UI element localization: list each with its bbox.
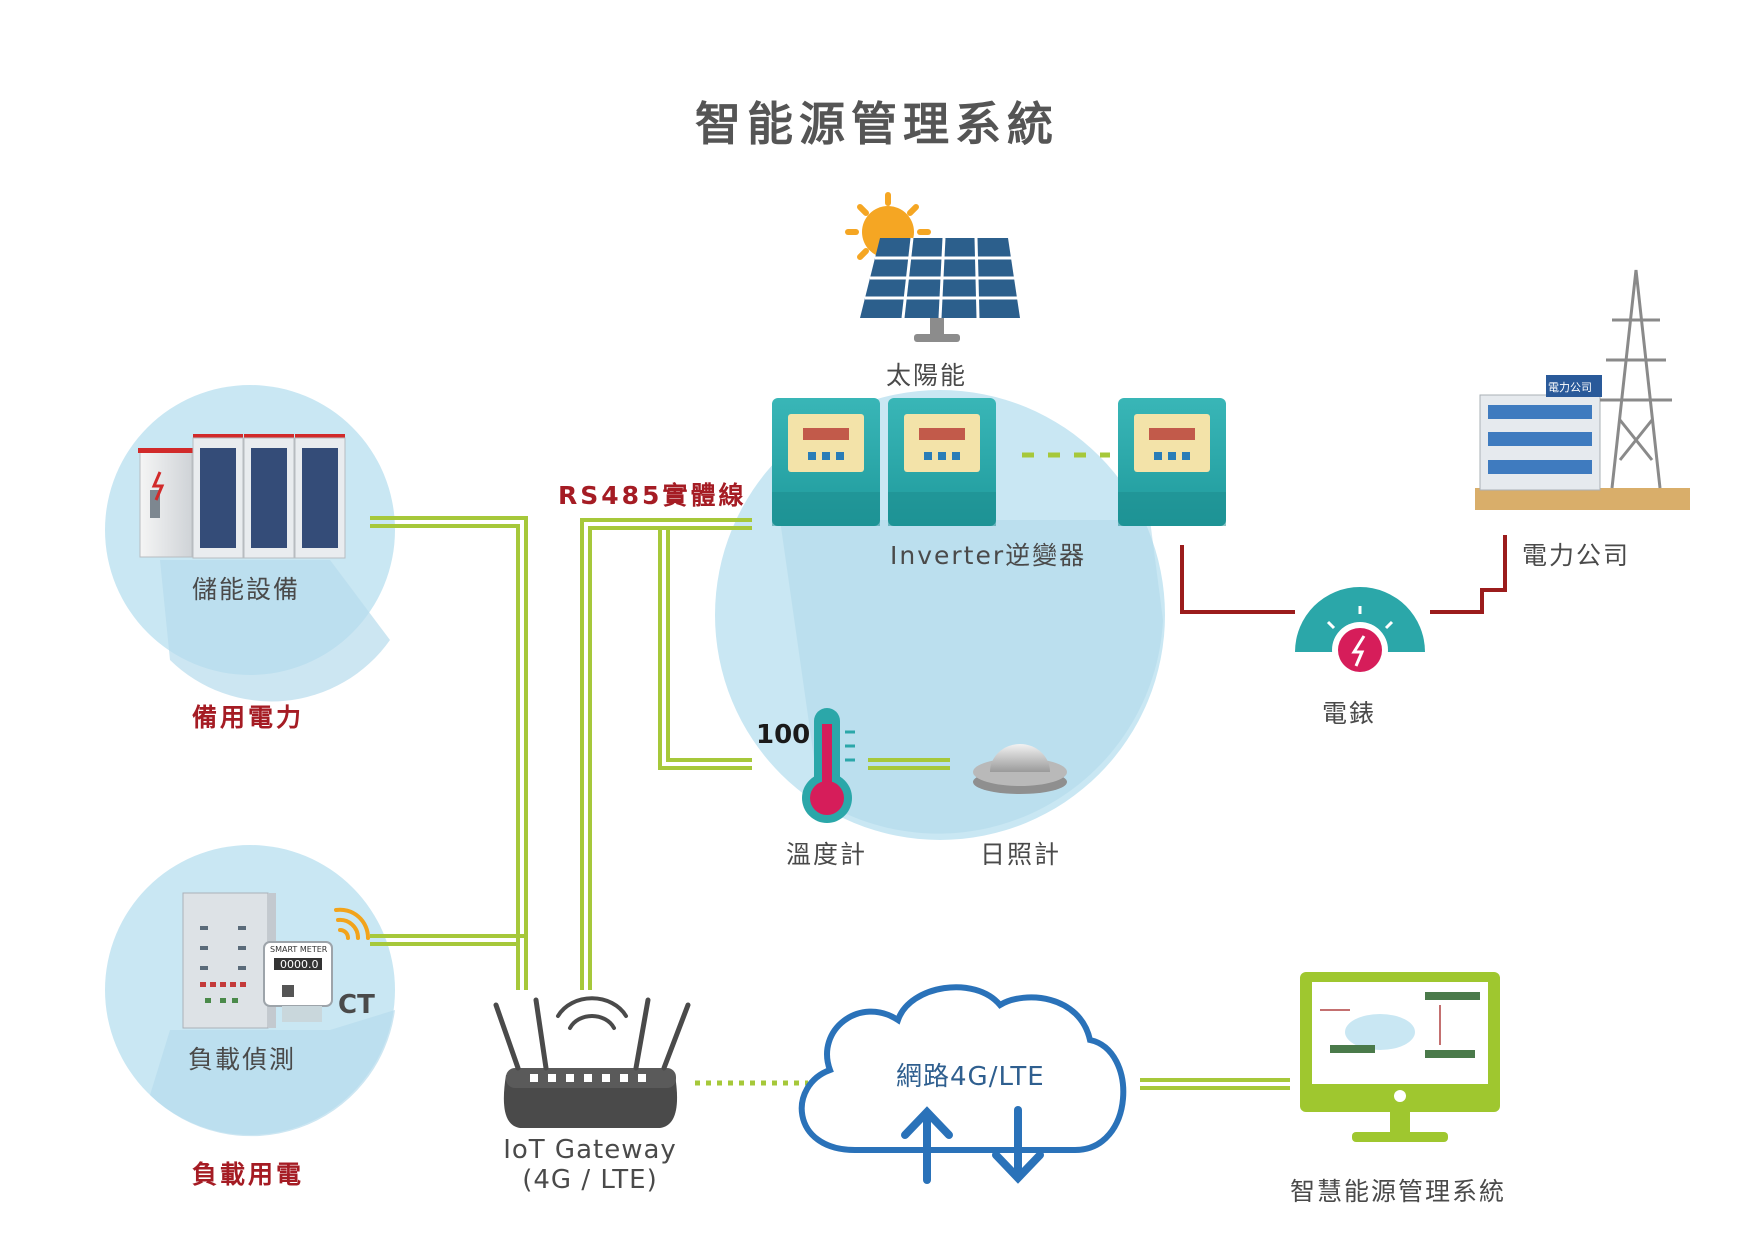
- grid-wiring: [1180, 535, 1507, 614]
- thermometer-icon: [802, 708, 855, 823]
- storage-circle-shadow: [160, 560, 390, 702]
- inverter-unit-3: [1118, 398, 1226, 526]
- ems-monitor-icon: [1300, 972, 1500, 1142]
- load-detect-label: 負載偵測: [188, 1045, 297, 1074]
- inverter-unit-1: [772, 398, 880, 526]
- storage-label: 儲能設備: [192, 575, 301, 604]
- load-power-label: 負載用電: [192, 1160, 305, 1189]
- inverter-unit-2: [888, 398, 996, 526]
- storage-cabinets-icon: [138, 434, 346, 559]
- gateway-label-line2: (4G / LTE): [522, 1165, 658, 1195]
- power-company-label: 電力公司: [1522, 541, 1631, 570]
- electric-meter-icon: [1295, 587, 1425, 678]
- network-label: 網路4G/LTE: [896, 1062, 1045, 1092]
- inverter-label: Inverter逆變器: [890, 541, 1087, 570]
- power-company-building-icon: [1475, 375, 1690, 510]
- gateway-label: IoT Gateway (4G / LTE): [470, 1135, 710, 1195]
- power-company-sign: 電力公司: [1548, 381, 1592, 394]
- solar-label: 太陽能: [886, 361, 968, 390]
- pyranometer-label: 日照計: [980, 840, 1062, 869]
- thermometer-label: 溫度計: [786, 840, 868, 869]
- smart-meter-label: SMART METER: [270, 945, 328, 954]
- solar-circle-shadow: [780, 520, 1163, 834]
- distribution-panel-icon: [182, 892, 276, 1029]
- pyranometer-icon: [973, 744, 1067, 794]
- wireless-signal-icon: [334, 907, 371, 940]
- ct-label: CT: [338, 990, 375, 1020]
- transmission-tower-icon: [1600, 269, 1672, 489]
- meter-label: 電錶: [1322, 699, 1377, 728]
- backup-power-label: 備用電力: [192, 703, 305, 732]
- cloud-network-icon: [798, 984, 1127, 1184]
- solar-panel-icon: [860, 237, 1020, 342]
- iot-gateway-icon: [493, 996, 691, 1128]
- page-title: 智能源管理系統: [695, 97, 1059, 151]
- rs485-label: RS485實體線: [558, 481, 747, 510]
- smart-meter-icon: [263, 941, 333, 1022]
- thermometer-value: 100: [756, 720, 811, 750]
- green-wiring: [370, 516, 1290, 1090]
- ems-label: 智慧能源管理系統: [1290, 1177, 1507, 1206]
- gateway-label-line1: IoT Gateway: [503, 1135, 677, 1165]
- load-circle-shadow: [150, 1010, 395, 1137]
- smart-meter-reading: 0000.0: [280, 958, 319, 971]
